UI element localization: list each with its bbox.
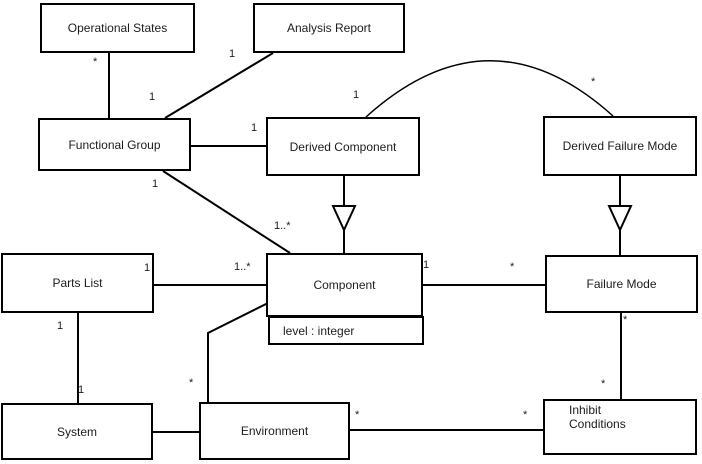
multiplicity-label: 1 — [423, 259, 430, 271]
multiplicity-label: * — [189, 377, 194, 389]
class-box-environment: Environment — [199, 402, 350, 460]
multiplicity-label: 1 — [149, 91, 156, 103]
class-attribute: level : integer — [283, 323, 355, 338]
class-box-analysis-report: Analysis Report — [253, 3, 405, 53]
multiplicity-label: * — [93, 56, 98, 68]
multiplicity-label: 1 — [78, 384, 85, 396]
class-box-failure-mode: Failure Mode — [545, 255, 698, 313]
class-name: System — [56, 424, 97, 439]
multiplicity-label: 1..* — [274, 220, 291, 232]
multiplicity-label: 1..* — [234, 261, 251, 273]
multiplicity-label: * — [510, 261, 515, 273]
multiplicity-label: 1 — [57, 320, 64, 332]
class-box-inhibit-conditions: Inhibit Conditions — [543, 399, 697, 455]
class-box-derived-failure-mode: Derived Failure Mode — [543, 116, 697, 176]
multiplicity-label: 1 — [229, 48, 236, 60]
association-line-functional-group-analysis-report — [164, 52, 274, 119]
multiplicity-label: * — [355, 409, 360, 421]
multiplicity-label: 1 — [152, 178, 159, 190]
class-name: Derived Failure Mode — [562, 139, 678, 153]
multiplicity-label: 1 — [353, 89, 360, 101]
multiplicity-label: 1 — [144, 262, 151, 274]
class-box-derived-component: Derived Component — [266, 117, 420, 176]
class-name: Operational States — [67, 21, 168, 35]
class-box-system: System — [1, 403, 153, 460]
multiplicity-label: 1 — [251, 122, 258, 134]
class-name: Functional Group — [68, 137, 161, 152]
multiplicity-label: * — [523, 409, 528, 421]
class-attribute-compartment-component: level : integer — [268, 316, 424, 345]
class-name: Analysis Report — [286, 21, 372, 35]
class-name: Inhibit Conditions — [569, 403, 626, 431]
class-box-parts-list: Parts List — [1, 253, 154, 313]
association-line-functional-group-component — [162, 170, 291, 254]
generalization-triangle-icon — [607, 205, 633, 233]
class-name: Failure Mode — [586, 277, 657, 291]
class-box-component: Component — [266, 253, 423, 317]
class-name: Component — [313, 278, 376, 292]
class-box-functional-group: Functional Group — [38, 118, 191, 171]
class-name: Parts List — [52, 276, 103, 290]
multiplicity-label: * — [591, 76, 596, 88]
multiplicity-label: * — [601, 378, 606, 390]
class-box-operational-states: Operational States — [40, 3, 195, 53]
multiplicity-label: * — [623, 314, 628, 326]
class-name: Environment — [240, 424, 309, 438]
class-name: Derived Component — [289, 139, 397, 154]
association-line-component-environment — [207, 302, 269, 402]
association-arc-derived-component-derived-failure-mode — [365, 60, 614, 118]
generalization-triangle-icon — [331, 205, 357, 233]
